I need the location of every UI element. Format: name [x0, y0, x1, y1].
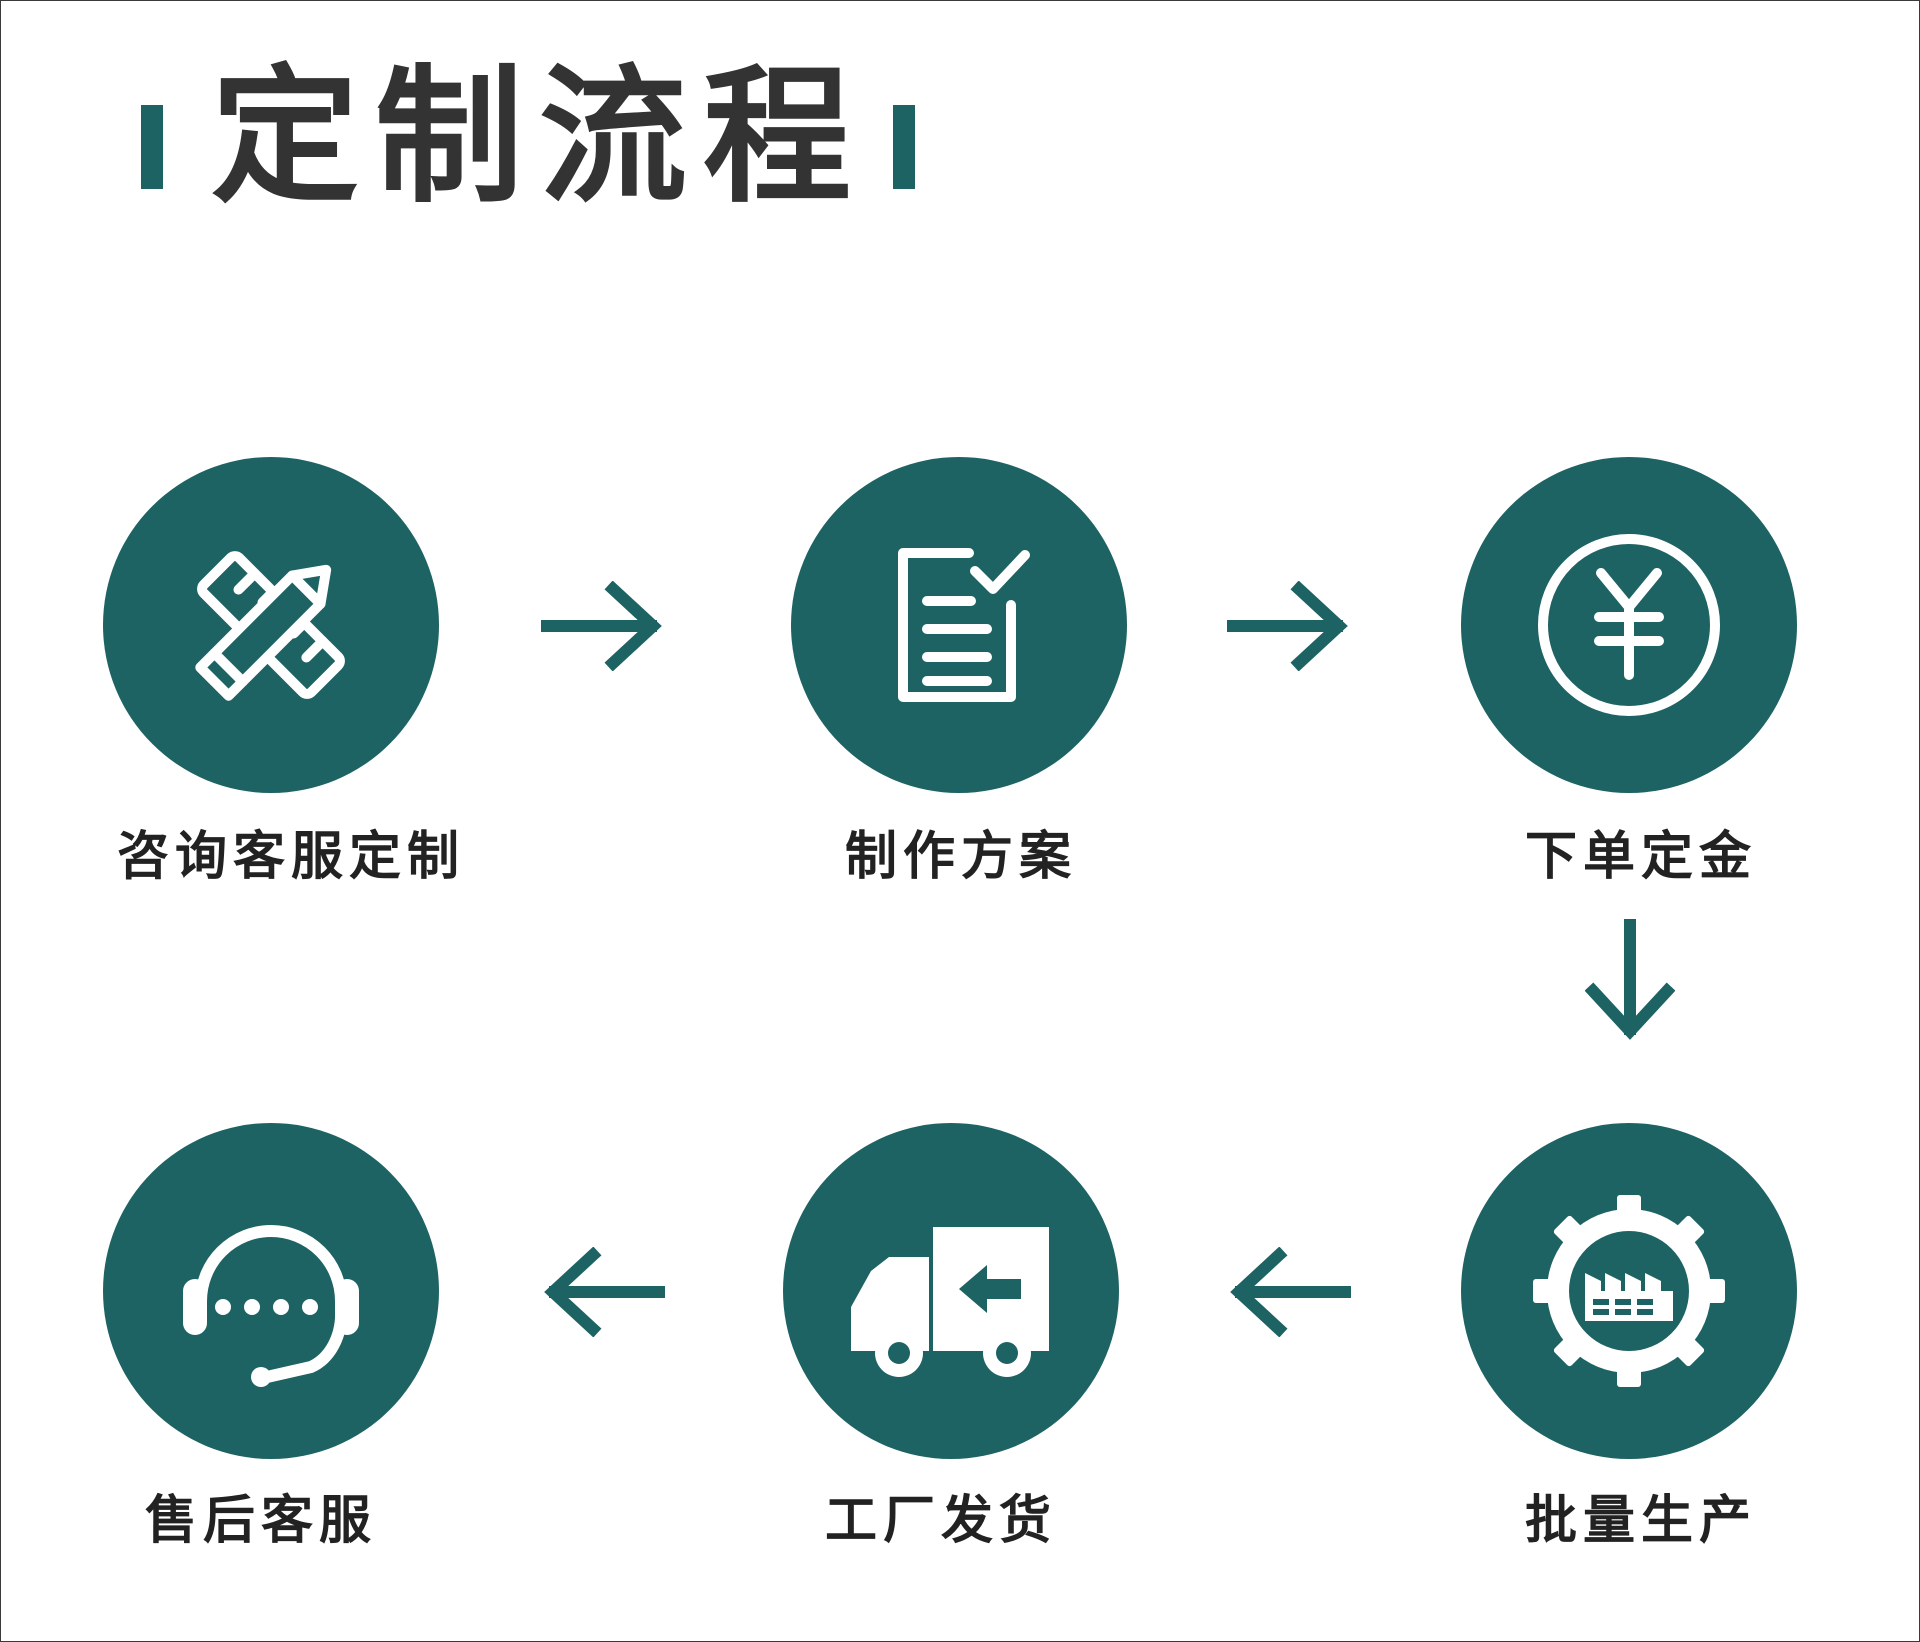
- factory-gear-icon: [1533, 1195, 1725, 1387]
- step-consult: [103, 457, 439, 793]
- step-deposit: [1461, 457, 1797, 793]
- arrow-right-1: [541, 581, 665, 671]
- arrow-left-1: [1227, 1247, 1351, 1337]
- step-shipping: [783, 1123, 1119, 1459]
- pencil-ruler-icon: [195, 551, 345, 701]
- arrow-left-2: [541, 1247, 665, 1337]
- step-after-sales: [103, 1123, 439, 1459]
- step-production: [1461, 1123, 1797, 1459]
- arrow-right-2: [1227, 581, 1351, 671]
- title-bar-left: [141, 105, 163, 189]
- step-label-plan: 制作方案: [844, 827, 1077, 887]
- yen-coin-icon: [1538, 534, 1720, 716]
- step-label-after-sales: 售后客服: [144, 1491, 377, 1551]
- arrow-down: [1585, 919, 1675, 1043]
- step-label-production: 批量生产: [1524, 1491, 1757, 1551]
- delivery-truck-icon: [851, 1227, 1049, 1377]
- checklist-document-icon: [898, 548, 1030, 702]
- title-bar-right: [893, 105, 915, 189]
- page-title: 定制流程: [211, 51, 867, 223]
- headset-support-icon: [183, 1225, 359, 1387]
- step-label-shipping: 工厂发货: [824, 1491, 1057, 1551]
- step-label-consult: 咨询客服定制: [116, 827, 465, 887]
- step-label-deposit: 下单定金: [1524, 827, 1757, 887]
- step-plan: [791, 457, 1127, 793]
